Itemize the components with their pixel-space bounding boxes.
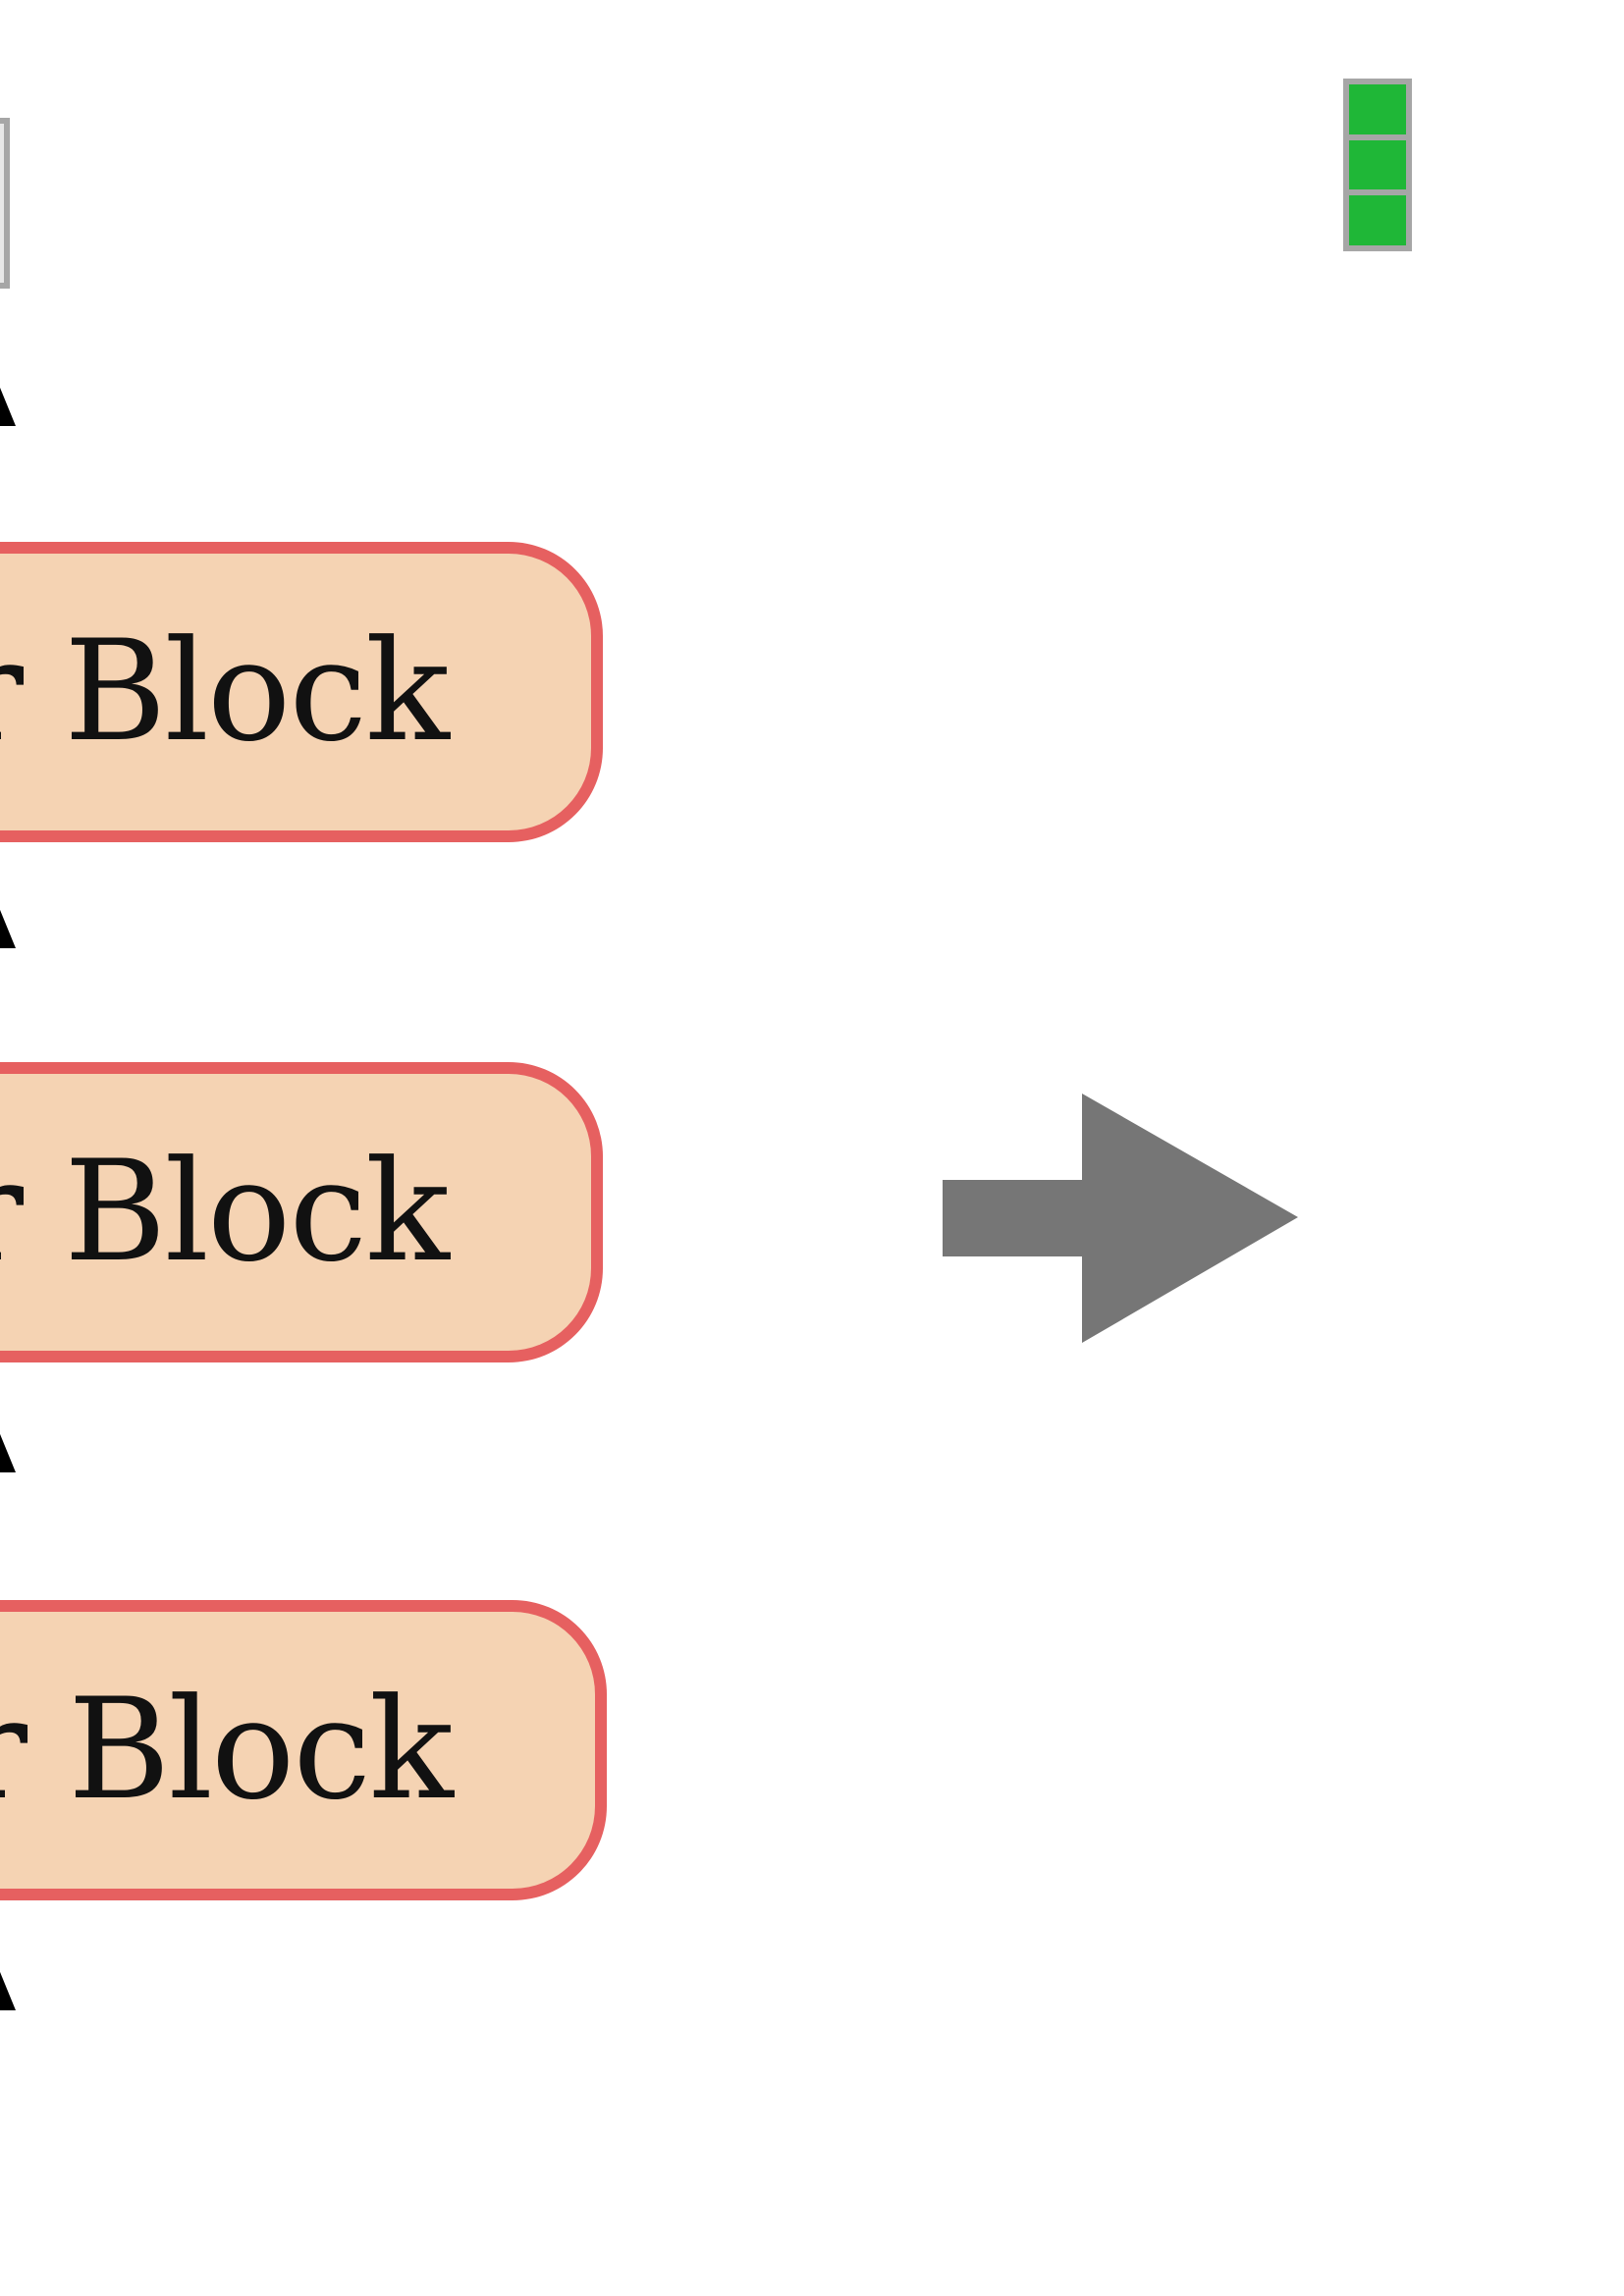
green-vector-cell: [1349, 195, 1406, 246]
block-1-label: r Block: [0, 611, 450, 773]
green-vector-icon: [1343, 79, 1412, 251]
block-2-label: r Block: [0, 1131, 450, 1293]
block-1: r Block: [0, 542, 603, 842]
connector-arrowhead-3: [0, 1429, 16, 1474]
right-arrow-icon: [943, 1094, 1298, 1343]
block-3: r Block: [0, 1600, 607, 1900]
green-vector-cell: [1349, 139, 1406, 190]
connector-arrowhead-1: [0, 383, 16, 428]
block-3-label: r Block: [0, 1669, 454, 1831]
green-vector-cell: [1349, 84, 1406, 134]
connector-arrowhead-2: [0, 905, 16, 950]
block-2: r Block: [0, 1062, 603, 1362]
input-vector-partial: [0, 118, 10, 289]
connector-arrowhead-4: [0, 1967, 16, 2012]
